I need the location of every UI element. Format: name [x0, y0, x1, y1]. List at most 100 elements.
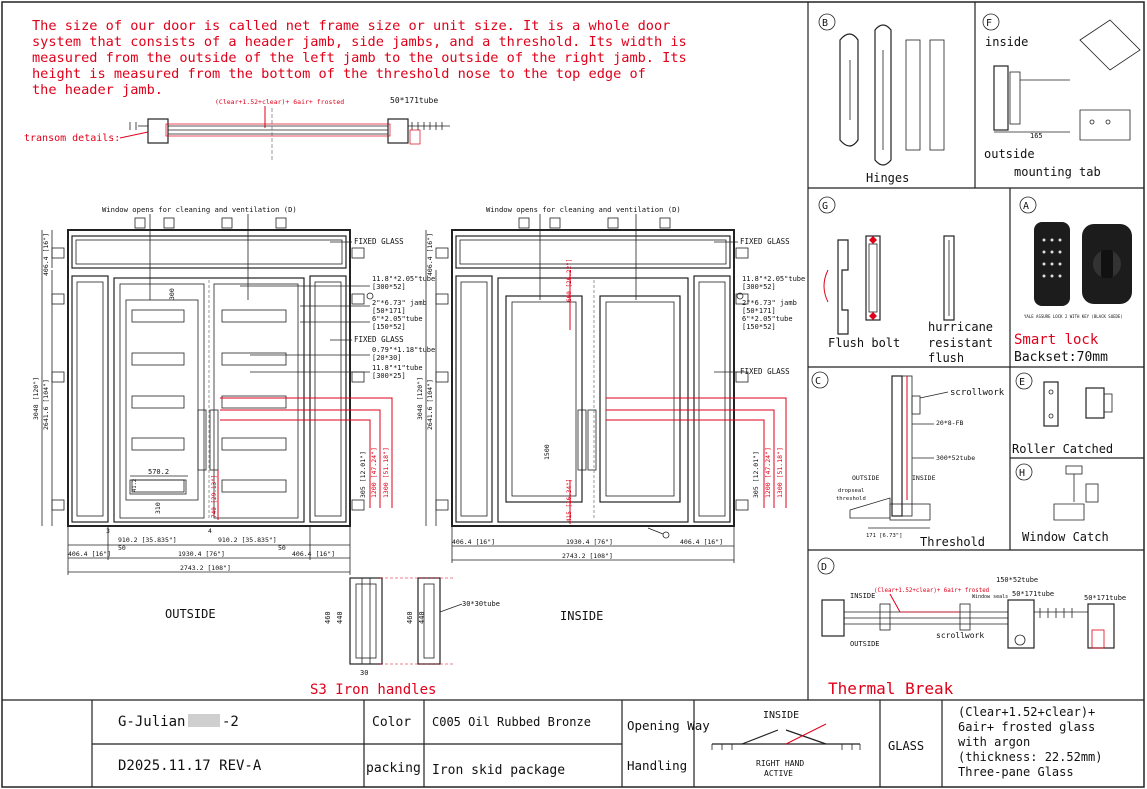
- svg-text:Backset:70mm: Backset:70mm: [1014, 350, 1108, 365]
- svg-text:dropseal: dropseal: [838, 488, 865, 494]
- svg-text:[50*171]: [50*171]: [742, 307, 776, 315]
- svg-text:300: 300: [168, 288, 176, 300]
- svg-text:resistant: resistant: [928, 336, 993, 350]
- svg-text:11.8"*2.05"tube: 11.8"*2.05"tube: [372, 275, 435, 283]
- svg-text:406.4 [16"]: 406.4 [16"]: [426, 233, 434, 276]
- svg-text:FIXED GLASS: FIXED GLASS: [354, 335, 404, 344]
- svg-text:Roller Catched: Roller Catched: [1012, 442, 1113, 456]
- svg-text:[150*52]: [150*52]: [742, 323, 776, 331]
- svg-text:C005 Oil Rubbed Bronze: C005 Oil Rubbed Bronze: [432, 715, 591, 729]
- svg-text:RIGHT HAND: RIGHT HAND: [756, 759, 804, 768]
- svg-text:165: 165: [1030, 132, 1043, 140]
- svg-text:1930.4 [76"]: 1930.4 [76"]: [178, 550, 225, 558]
- svg-text:FIXED GLASS: FIXED GLASS: [740, 367, 790, 376]
- svg-text:(Clear+1.52+clear)+ 6air+ fros: (Clear+1.52+clear)+ 6air+ frosted: [874, 588, 989, 594]
- svg-text:50*171tube: 50*171tube: [1084, 594, 1126, 602]
- svg-text:mounting tab: mounting tab: [1014, 165, 1101, 179]
- svg-text:2"*6.73" jamb: 2"*6.73" jamb: [742, 299, 797, 307]
- svg-text:B: B: [822, 18, 828, 29]
- detail-hinges: B Hinges: [818, 13, 945, 185]
- svg-text:packing: packing: [366, 761, 421, 776]
- svg-text:transom details:: transom details:: [24, 133, 120, 144]
- svg-text:H: H: [1019, 468, 1025, 479]
- svg-text:[300*52]: [300*52]: [372, 283, 406, 291]
- svg-text:inside: inside: [985, 35, 1028, 49]
- svg-text:ACTIVE: ACTIVE: [764, 769, 793, 778]
- svg-text:50: 50: [278, 544, 286, 552]
- svg-text:(Clear+1.52+clear)+: (Clear+1.52+clear)+: [958, 705, 1095, 719]
- svg-text:50: 50: [118, 544, 126, 552]
- svg-text:Color: Color: [372, 715, 411, 730]
- svg-text:Window Catch: Window Catch: [1022, 530, 1109, 544]
- svg-text:6"*2.05"tube: 6"*2.05"tube: [372, 315, 423, 323]
- svg-text:30: 30: [360, 669, 368, 677]
- detail-mounting-tab: F inside 165 outside mounting tab: [982, 13, 1141, 179]
- svg-text:Window opens for cleaning and: Window opens for cleaning and ventilatio…: [486, 205, 681, 214]
- inside-elevation: Window opens for cleaning and ventilatio…: [416, 205, 805, 563]
- detail-window-catch: H Window Catch: [1015, 463, 1109, 544]
- svg-text:406.4 [16"]: 406.4 [16"]: [42, 233, 50, 276]
- svg-text:Window seals: Window seals: [972, 594, 1008, 600]
- svg-text:1200 [47.24"]: 1200 [47.24"]: [370, 447, 378, 498]
- redacted-block: [188, 714, 220, 727]
- title-block: G-Julian -2 D2025.11.17 REV-A Color C005…: [91, 700, 1103, 787]
- svg-text:305 [12.01"]: 305 [12.01"]: [359, 451, 367, 498]
- svg-text:1300 [51.18"]: 1300 [51.18"]: [776, 447, 784, 498]
- svg-text:406.4 [16"]: 406.4 [16"]: [292, 550, 335, 558]
- svg-text:171 [6.73"]: 171 [6.73"]: [866, 533, 902, 539]
- svg-text:2641.6 [104"]: 2641.6 [104"]: [42, 379, 50, 430]
- svg-text:(thickness: 22.52mm): (thickness: 22.52mm): [958, 750, 1103, 764]
- svg-text:with argon: with argon: [958, 735, 1030, 749]
- svg-text:height is measured from the bo: height is measured from the bottom of th…: [32, 66, 646, 82]
- svg-text:1500: 1500: [543, 444, 551, 460]
- svg-text:system that consists of a head: system that consists of a header jamb, s…: [32, 34, 687, 50]
- svg-text:G: G: [822, 201, 828, 212]
- svg-text:OUTSIDE: OUTSIDE: [852, 474, 879, 482]
- svg-text:406.4 [16"]: 406.4 [16"]: [68, 550, 111, 558]
- svg-text:Window opens for cleaning and: Window opens for cleaning and ventilatio…: [102, 205, 297, 214]
- inside-label: INSIDE: [560, 609, 603, 623]
- svg-text:305 [12.01"]: 305 [12.01"]: [752, 451, 760, 498]
- svg-text:outside: outside: [984, 147, 1035, 161]
- svg-text:threshold: threshold: [836, 496, 866, 502]
- svg-text:740 [29.13"]: 740 [29.13"]: [211, 475, 218, 518]
- svg-text:GLASS: GLASS: [888, 739, 924, 753]
- svg-text:FIXED GLASS: FIXED GLASS: [354, 237, 404, 246]
- svg-text:F: F: [986, 18, 992, 29]
- svg-text:INSIDE: INSIDE: [850, 592, 875, 600]
- project-suffix: -2: [222, 714, 239, 730]
- svg-text:the header jamb.: the header jamb.: [32, 82, 163, 98]
- svg-text:150*52tube: 150*52tube: [996, 576, 1038, 584]
- svg-text:Handling: Handling: [627, 758, 687, 773]
- svg-text:Three-pane Glass: Three-pane Glass: [958, 765, 1074, 779]
- svg-text:[300*25]: [300*25]: [372, 372, 406, 380]
- svg-text:406.4 [16"]: 406.4 [16"]: [680, 538, 723, 546]
- svg-text:Threshold: Threshold: [920, 535, 985, 549]
- svg-text:flush: flush: [928, 351, 964, 365]
- handles-title: S3 Iron handles: [310, 682, 436, 698]
- svg-text:scrollwork: scrollwork: [936, 631, 984, 640]
- svg-text:Opening Way: Opening Way: [627, 718, 710, 733]
- svg-text:Thermal Break: Thermal Break: [828, 679, 954, 698]
- svg-text:hurricane: hurricane: [928, 320, 993, 334]
- description-text: The size of our door is called net frame…: [32, 18, 687, 98]
- svg-text:INSIDE: INSIDE: [912, 474, 936, 482]
- svg-text:measured from the outside of t: measured from the outside of the left ja…: [32, 50, 687, 66]
- svg-text:[300*52]: [300*52]: [742, 283, 776, 291]
- transom-section: transom details: (Clear+1.52+clear)+ 6ai…: [24, 96, 450, 160]
- svg-text:440: 440: [336, 611, 344, 624]
- detail-threshold: C scrollwork 20*8-FB 300*52tube OUTSIDE …: [811, 371, 1005, 549]
- svg-text:3048 [120"]: 3048 [120"]: [32, 377, 40, 420]
- svg-text:0.79"*1.18"tube: 0.79"*1.18"tube: [372, 346, 435, 354]
- svg-text:YALE ASSURE LOCK 2 WITH KEY (B: YALE ASSURE LOCK 2 WITH KEY (BLACK SUEDE…: [1024, 314, 1123, 319]
- svg-text:20*8-FB: 20*8-FB: [936, 419, 963, 427]
- outside-elevation: Window opens for cleaning and ventilatio…: [32, 205, 435, 575]
- svg-text:3048 [120"]: 3048 [120"]: [416, 377, 424, 420]
- project-name: G-Julian: [118, 714, 185, 730]
- svg-text:[20*30]: [20*30]: [372, 354, 402, 362]
- svg-text:460: 460: [406, 611, 414, 624]
- svg-text:A: A: [1023, 201, 1029, 212]
- svg-text:1200 [47.24"]: 1200 [47.24"]: [764, 447, 772, 498]
- svg-text:The size of our door is called: The size of our door is called net frame…: [32, 18, 670, 34]
